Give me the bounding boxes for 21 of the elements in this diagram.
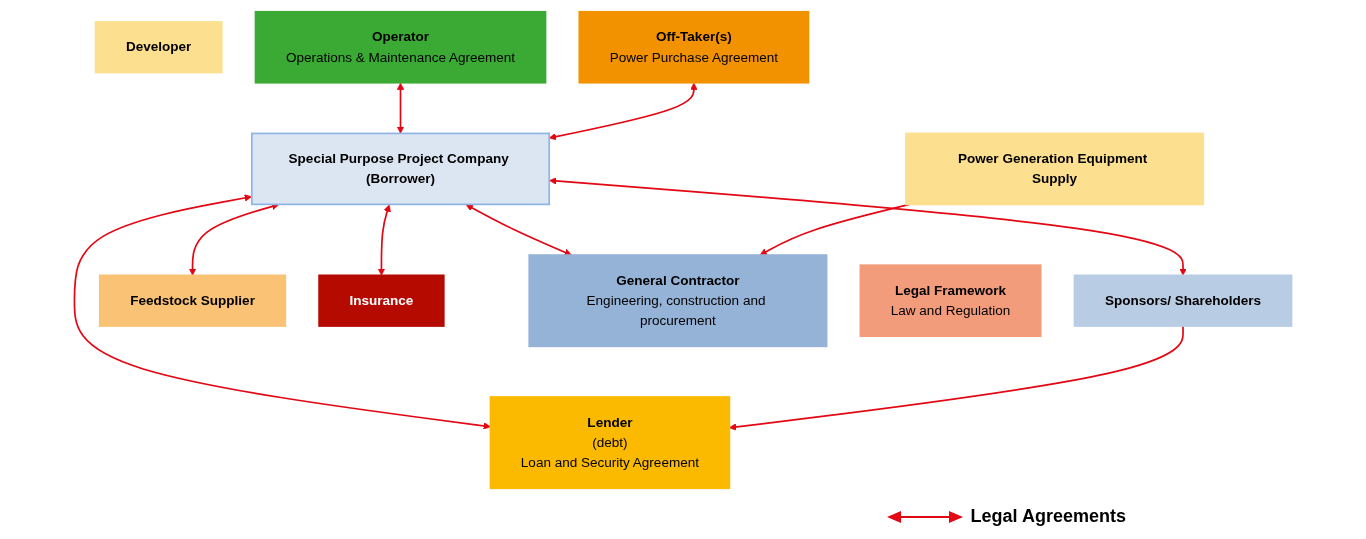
arrow <box>396 82 405 134</box>
node-box <box>1073 274 1293 327</box>
node-box <box>98 274 287 327</box>
node-box <box>94 21 223 74</box>
node-box <box>254 10 547 84</box>
node-box <box>318 274 445 327</box>
node-box <box>859 264 1042 337</box>
arrow <box>465 204 572 256</box>
arrow <box>759 203 911 256</box>
node-box <box>489 396 731 490</box>
arrow <box>549 177 1187 276</box>
arrow <box>548 82 698 141</box>
node-box <box>250 132 551 206</box>
legend-label: Legal Agreements <box>970 506 1126 527</box>
node-box <box>905 132 1205 206</box>
diagram: Operator Operations & Maintenance Agreement Off-Taker(s) Power Purchase Agreement Developer Special Purpose Project Company (Borrower) Power Generation Equipment Supply General Contractor Engineering, construction and procurement Legal Framework Law and Regulation Feedstock Supplier Insurance Sponsors/ Shareholders Lender (debt) Loan and Security Agreement <box>10 5 1356 495</box>
arrow <box>73 194 491 430</box>
node-box <box>578 10 810 84</box>
node-box <box>528 254 828 348</box>
arrow <box>729 325 1184 431</box>
arrow <box>377 204 391 276</box>
